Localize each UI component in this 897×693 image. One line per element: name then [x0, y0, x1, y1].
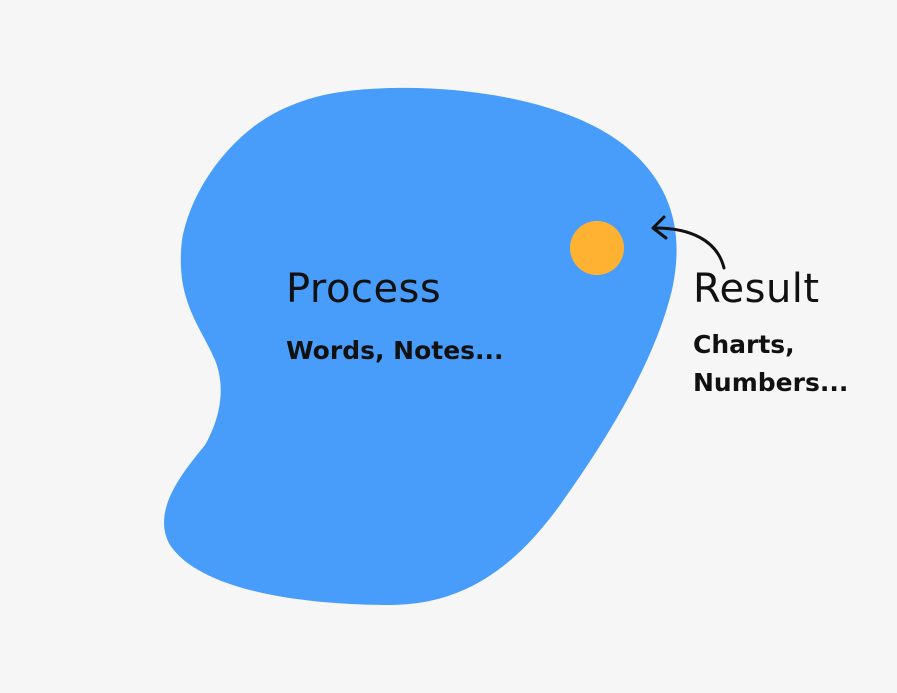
result-dot [570, 221, 624, 275]
arrow-head [651, 215, 668, 240]
result-subtitle-line1: Charts, [693, 330, 795, 359]
result-title: Result [693, 266, 820, 312]
process-title: Process [286, 266, 442, 312]
curved-arrow-icon [653, 226, 726, 270]
process-blob [164, 87, 677, 605]
process-subtitle: Words, Notes... [286, 336, 504, 365]
result-subtitle-line2: Numbers... [693, 368, 849, 397]
